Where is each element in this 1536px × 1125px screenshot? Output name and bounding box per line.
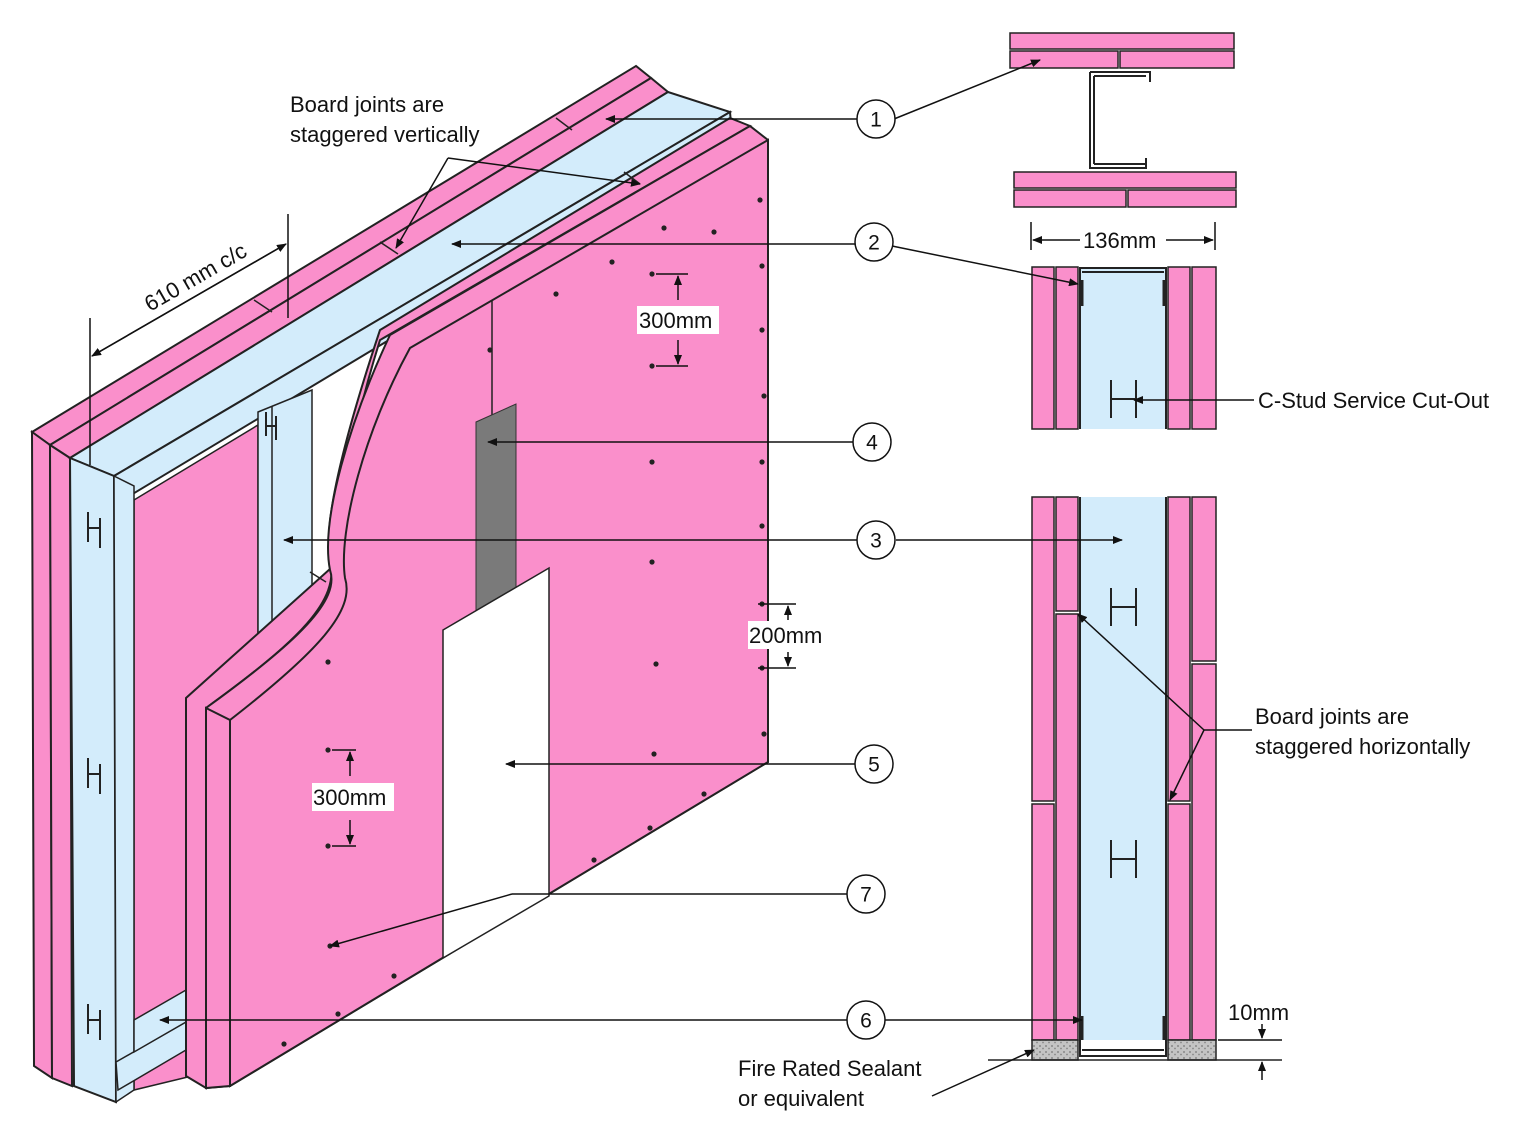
- fix-spacing-top-bg: [637, 306, 719, 334]
- board-right-inner-b: [1167, 803, 1191, 1041]
- joints-vertical-line-1: Board joints are: [290, 92, 444, 117]
- callout-5-number: 5: [868, 754, 880, 777]
- callout-4: 4: [852, 422, 892, 462]
- joints-horizontal-line-1: Board joints are: [1255, 704, 1409, 729]
- front-board-outer-edge: [205, 706, 231, 1090]
- joint-tape: [475, 403, 517, 613]
- gap-dimension: [1218, 1024, 1282, 1080]
- joints-vertical-line-2: staggered vertically: [290, 122, 480, 147]
- back-board-seam: [253, 299, 273, 313]
- joints-horizontal-line-2: staggered horizontally: [1255, 734, 1470, 759]
- fix-spacing-top-label: 300mm: [639, 308, 712, 333]
- vertical-section-upper: [1031, 266, 1217, 430]
- callout-6: 6: [846, 1000, 886, 1040]
- board-joint-step: [309, 571, 327, 583]
- board-bottom-1a: [1013, 171, 1237, 189]
- board-right-outer: [1191, 266, 1217, 430]
- sealant-line-1: Fire Rated Sealant: [738, 1056, 921, 1081]
- isometric-wall: 610 mm c/c 300mm 200mm 300mm: [30, 64, 832, 1104]
- back-board-outer-edge: [30, 430, 54, 1080]
- board-top-2b: [1119, 50, 1235, 69]
- board-bottom-2b: [1127, 189, 1237, 208]
- end-stud: [68, 456, 118, 1104]
- cutout-label: C-Stud Service Cut-Out: [1258, 388, 1489, 413]
- board-left-inner: [1055, 266, 1079, 430]
- sealant-right: [1167, 1039, 1217, 1061]
- gap-label: 10mm: [1228, 1000, 1289, 1025]
- bottom-track: [1079, 497, 1167, 1057]
- callout-7: 7: [846, 874, 886, 914]
- leader-lines: [159, 59, 1254, 1097]
- sealant-line-2: or equivalent: [738, 1086, 864, 1111]
- callout-2: 2: [854, 222, 894, 262]
- stud-spacing-dimension: [89, 214, 289, 465]
- skim-finish: [442, 566, 550, 960]
- wall-width-dimension: [1030, 222, 1216, 250]
- callout-3-number: 3: [870, 530, 882, 553]
- fix-spacing-edge-dimension: [758, 603, 796, 669]
- board-right-outer-b: [1191, 663, 1217, 1041]
- board-left-outer-a: [1031, 496, 1055, 802]
- board-left-inner-a: [1055, 496, 1079, 612]
- track-lip: [1080, 280, 1166, 306]
- wall-width-label: 136mm: [1083, 228, 1156, 253]
- sealant-left: [1031, 1039, 1079, 1061]
- callout-1: 1: [856, 99, 896, 139]
- end-stud-web: [113, 474, 135, 1104]
- stud-section-detail: 136mm: [1009, 32, 1237, 253]
- cutout-h-icon: [87, 412, 277, 1040]
- stud-cavity-lower: [1080, 497, 1166, 1040]
- cutout-h-icon: [1110, 588, 1137, 878]
- fix-spacing-edge-label: 200mm: [749, 623, 822, 648]
- callout-5: 5: [854, 744, 894, 784]
- board-left-outer: [1031, 266, 1055, 430]
- screw-fixings: [281, 197, 767, 1047]
- fix-spacing-bottom-dimension: [332, 749, 356, 847]
- stud-spacing-label: 610 mm c/c: [140, 238, 251, 317]
- callout-3: 3: [856, 520, 896, 560]
- callout-4-number: 4: [866, 432, 878, 455]
- board-left-outer-b: [1031, 803, 1055, 1041]
- head-track: [1079, 267, 1167, 429]
- back-board-inner-edge: [48, 443, 74, 1088]
- callout-7-number: 7: [860, 884, 872, 907]
- board-joint-step: [379, 241, 399, 255]
- board-top-1: [1009, 32, 1235, 50]
- fix-spacing-bottom-label: 300mm: [313, 785, 386, 810]
- stud-cavity: [1080, 267, 1166, 429]
- board-bottom-2a: [1013, 189, 1127, 208]
- back-board-seam: [555, 117, 573, 131]
- fix-spacing-edge-bg: [748, 621, 832, 649]
- vertical-section-lower: 10mm: [988, 496, 1289, 1080]
- c-stud-profile: [1089, 71, 1151, 169]
- callout-2-number: 2: [868, 232, 880, 255]
- board-right-inner-a: [1167, 496, 1191, 802]
- board-left-inner-b: [1055, 613, 1079, 1041]
- board-right-outer-a: [1191, 496, 1217, 662]
- fix-spacing-bottom-bg: [312, 783, 394, 811]
- callout-1-number: 1: [870, 109, 882, 132]
- fix-spacing-top-dimension: [656, 273, 688, 367]
- board-right-inner: [1167, 266, 1191, 430]
- callout-6-number: 6: [860, 1010, 872, 1033]
